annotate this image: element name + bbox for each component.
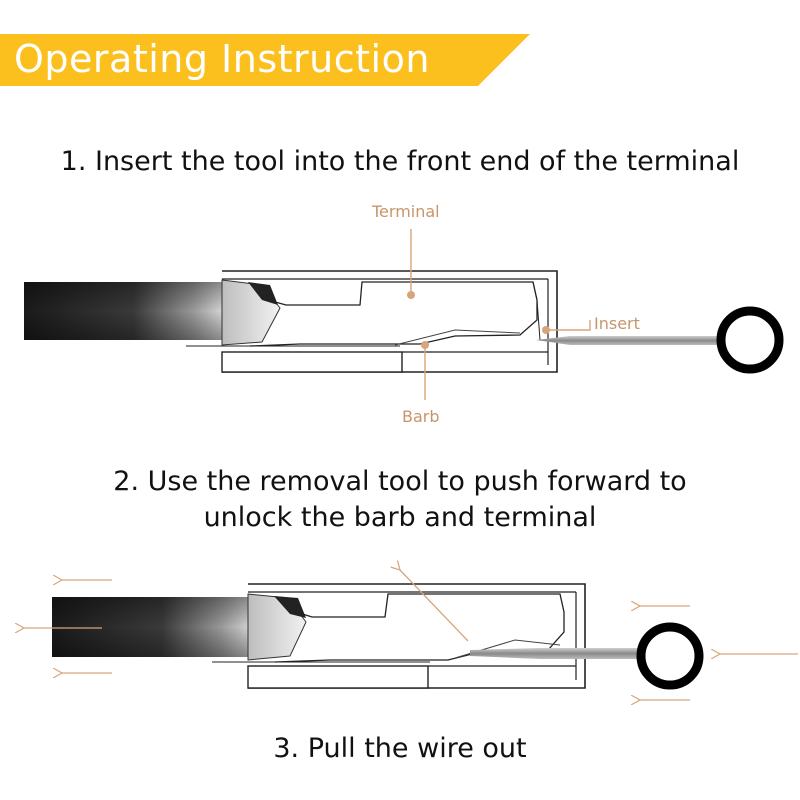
- step-2-line-2: unlock the barb and terminal: [203, 502, 597, 533]
- barb-label: Barb: [402, 407, 440, 426]
- removal-tool-needle: [536, 336, 720, 345]
- step-3-text: 3. Pull the wire out: [273, 733, 527, 764]
- step-1-text: 1. Insert the tool into the front end of…: [60, 146, 740, 177]
- housing-lock-bar: [221, 351, 403, 373]
- terminal-body-2: [274, 593, 565, 663]
- page-title: Operating Instruction: [14, 37, 430, 81]
- removal-tool-needle-2: [470, 648, 640, 659]
- title-banner: Operating Instruction: [0, 34, 530, 86]
- arrow-barb-lift: [400, 570, 469, 642]
- removal-tool-ring-2: [636, 622, 704, 690]
- banner-background: [0, 34, 530, 86]
- terminal-barb: [394, 329, 521, 346]
- step-2-text: 2. Use the removal tool to push forward …: [0, 464, 800, 536]
- step-2-line-1: 2. Use the removal tool to push forward …: [113, 466, 687, 497]
- removal-tool-ring: [716, 306, 784, 374]
- figure-1-insert: [24, 229, 784, 400]
- figure-2-push: [24, 570, 798, 700]
- insert-label: Insert: [594, 314, 640, 333]
- housing-lock-bar-2: [247, 665, 429, 689]
- terminal-label: Terminal: [372, 202, 440, 221]
- terminal-body: [249, 281, 538, 347]
